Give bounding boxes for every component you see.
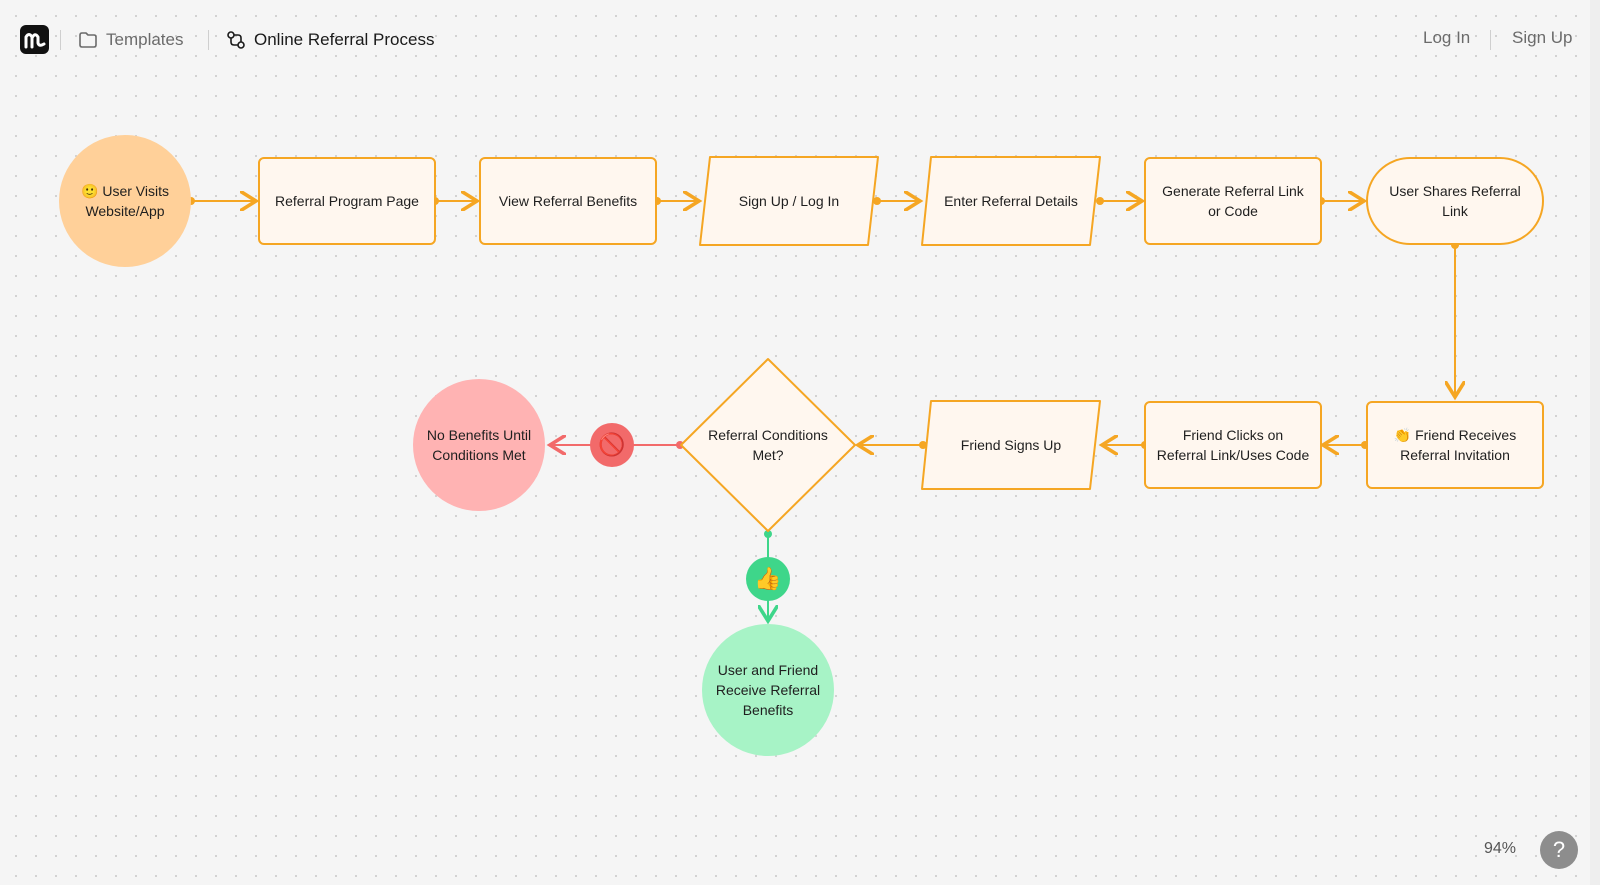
sign-up-node[interactable]: Sign Up / Log In [700, 157, 878, 245]
friend-clicks-label: Friend Clicks on Referral Link/Uses Code [1156, 427, 1310, 463]
sign-up-label: Sign Up / Log In [738, 193, 840, 209]
app-logo-icon[interactable] [20, 25, 49, 54]
sign-up-shape [699, 156, 879, 246]
help-glyph: ? [1552, 837, 1566, 862]
folder-icon [78, 31, 98, 49]
start-node-label: 🙂 User Visits Website/App [81, 183, 169, 219]
yes-benefits-node[interactable]: User and Friend Receive Referral Benefit… [702, 624, 834, 756]
decision-node[interactable]: Referral Conditions Met? [690, 415, 846, 475]
friend-signs-label: Friend Signs Up [960, 437, 1062, 453]
enter-details-label: Enter Referral Details [944, 193, 1078, 209]
page-title: Online Referral Process [226, 28, 434, 52]
decision-label: Referral Conditions Met? [708, 427, 828, 463]
view-benefits-node[interactable]: View Referral Benefits [479, 157, 657, 245]
breadcrumb-templates[interactable]: Templates [78, 28, 183, 52]
zoom-level[interactable]: 94% [1484, 840, 1517, 857]
no-badge-glyph: 🚫 [598, 432, 626, 457]
top-row-connectors [191, 201, 1455, 445]
header-divider [1490, 30, 1491, 50]
no-benefits-node[interactable]: No Benefits Until Conditions Met [413, 379, 545, 511]
user-shares-node[interactable]: User Shares Referral Link [1366, 157, 1544, 245]
user-shares-label: User Shares Referral Link [1389, 183, 1521, 219]
question-icon[interactable]: ? [1540, 831, 1578, 869]
flow-icon [226, 30, 246, 50]
friend-signs-node[interactable]: Friend Signs Up [922, 401, 1100, 489]
yes-benefits-label: User and Friend Receive Referral Benefit… [715, 662, 821, 718]
enter-details-node[interactable]: Enter Referral Details [922, 157, 1100, 245]
header-divider [60, 30, 61, 50]
thumbs-up-glyph: 👍 [754, 566, 782, 591]
friend-receives-label: 👏 Friend Receives Referral Invitation [1393, 427, 1517, 463]
friend-receives-node[interactable]: 👏 Friend Receives Referral Invitation [1366, 401, 1544, 489]
no-badge-icon: 🚫 [590, 423, 634, 467]
no-benefits-label: No Benefits Until Conditions Met [426, 427, 532, 463]
thumbs-up-badge-icon: 👍 [746, 557, 790, 601]
generate-link-label: Generate Referral Link or Code [1162, 183, 1304, 219]
friend-signs-shape [921, 400, 1101, 490]
page-title-label: Online Referral Process [254, 30, 435, 49]
enter-details-shape [921, 156, 1101, 246]
view-benefits-label: View Referral Benefits [498, 193, 638, 209]
top-bar: Templates Online Referral Process Log In… [0, 0, 1600, 80]
start-node[interactable]: 🙂 User Visits Website/App [59, 135, 191, 267]
vertical-scrollbar[interactable] [1590, 0, 1600, 885]
generate-link-node[interactable]: Generate Referral Link or Code [1144, 157, 1322, 245]
decision-shape [680, 358, 856, 532]
breadcrumb-templates-label: Templates [106, 30, 184, 49]
signup-link[interactable]: Sign Up [1512, 28, 1573, 47]
referral-program-page-node[interactable]: Referral Program Page [258, 157, 436, 245]
referral-program-page-label: Referral Program Page [275, 193, 419, 209]
friend-clicks-node[interactable]: Friend Clicks on Referral Link/Uses Code [1144, 401, 1322, 489]
login-link[interactable]: Log In [1423, 28, 1471, 47]
header-divider [208, 30, 209, 50]
